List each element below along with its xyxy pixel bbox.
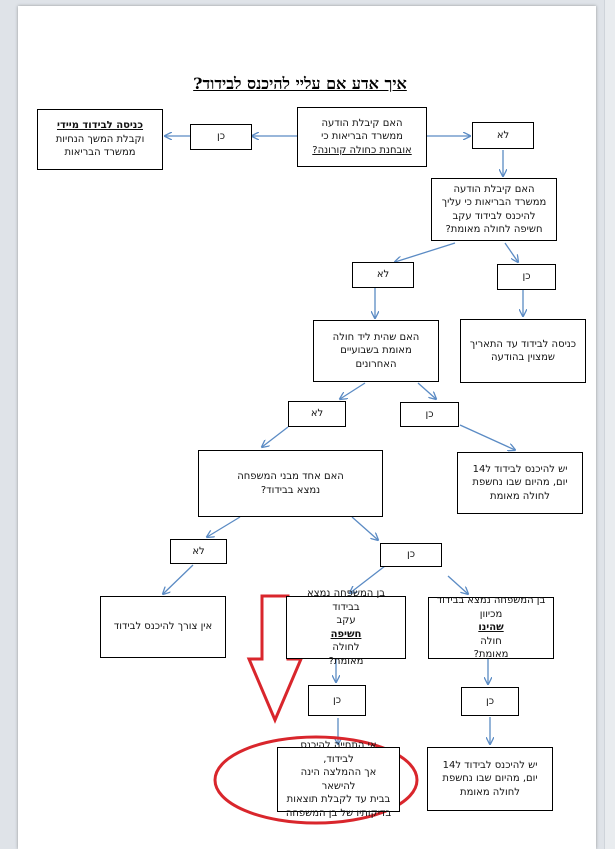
- question-patient-reason-box: בן המשפחה נמצא בבידוד מכיוון שהינו חולה …: [428, 595, 554, 661]
- text-line: עקב חשיפה לחולה: [331, 614, 362, 655]
- q3-no-label: לא: [288, 401, 346, 427]
- text-line: האחרונים: [355, 358, 397, 370]
- text-line: ממשרד הבריאות כי: [321, 131, 403, 143]
- text-line: ממשרד הבריאות כי עליך: [441, 197, 547, 208]
- q2-no-label: לא: [352, 262, 414, 288]
- text-fragment: לחולה: [332, 642, 360, 653]
- question-exposure-notice-box: האם קיבלת הודעה ממשרד הבריאות כי עליך לה…: [431, 178, 557, 241]
- text-line: להיכנס לבידוד עקב: [452, 210, 536, 222]
- q4-no-label: לא: [170, 539, 227, 564]
- text-line: אי התחייה להיכנס לבידוד,: [300, 740, 377, 765]
- page-title: איך אדע אם עליי להיכנס לבידוד?: [193, 74, 407, 93]
- result-not-required-box: אי התחייה להיכנס לבידוד, אך ההמלצה הינה …: [277, 740, 400, 819]
- text-line: מכיוון שהינו חולה: [478, 608, 503, 649]
- result-no-need-box: אין צורך להיכנס לבידוד: [100, 596, 226, 658]
- result-14-days-box-b: יש להיכנס לבידוד ל14 יום, מהיום שבו נחשפ…: [427, 747, 553, 811]
- text-line: בן המשפחה נמצא בבידוד: [307, 588, 385, 613]
- scrollbar[interactable]: [604, 0, 615, 849]
- q4-yes-label: כן: [380, 543, 442, 567]
- text-line: וקבלת המשך הנחיות: [55, 133, 145, 145]
- text-fragment: עקב: [336, 615, 356, 626]
- text-line: בבית עד לקבלת תוצאות: [286, 794, 391, 805]
- text-line: יש להיכנס לבידוד ל14: [442, 759, 538, 771]
- text-line: כניסה לבידוד מיידי: [57, 120, 144, 132]
- text-line: שמצוין בהודעה: [491, 352, 555, 363]
- text-line: חשיפה לחולה מאומת?: [445, 224, 543, 235]
- text-line: בדיקותיו של בן המשפחה: [285, 807, 392, 819]
- text-line: האם קיבלת הודעה: [453, 183, 535, 195]
- q2-yes-label: כן: [497, 264, 556, 290]
- result-14-days-box-a: יש להיכנס לבידוד ל14 יום, מהיום שבו נחשפ…: [457, 452, 583, 514]
- text-line: ממשרד הבריאות: [64, 147, 136, 159]
- text-line: האם שהית ליד חולה: [332, 331, 420, 343]
- text-line: יום, מהיום שבו נחשפת: [472, 477, 568, 489]
- question-near-patient-box: האם שהית ליד חולה מאומת בשבועיים האחרוני…: [313, 320, 439, 382]
- q3-yes-label: כן: [400, 402, 459, 427]
- q1-no-label: לא: [472, 122, 534, 149]
- text-line: בן המשפחה נמצא בבידוד: [436, 595, 546, 607]
- text-fragment: חולה: [480, 635, 502, 647]
- text-line: כניסה לבידוד עד התאריך: [469, 338, 577, 350]
- q6-yes-label: כן: [461, 687, 519, 716]
- text-line: מאומת בשבועיים: [340, 345, 412, 357]
- q1-yes-label: כן: [190, 124, 252, 150]
- question-family-member-isolated-box: האם אחד מבני המשפחה נמצא בבידוד?: [198, 450, 383, 517]
- text-line: לחולה מאומת: [460, 786, 520, 798]
- text-line: האם קיבלת הודעה: [321, 117, 403, 129]
- text-line: לחולה מאומת: [490, 490, 550, 502]
- q5-yes-label: כן: [308, 685, 366, 716]
- text-line: מאומת?: [473, 649, 509, 661]
- question-exposure-reason-box: בן המשפחה נמצא בבידוד עקב חשיפה לחולה מא…: [286, 588, 406, 667]
- text-line: נמצא בבידוד?: [260, 484, 321, 496]
- text-emphasis: חשיפה: [330, 628, 362, 640]
- text-line: אין צורך להיכנס לבידוד: [113, 621, 213, 633]
- result-until-date-box: כניסה לבידוד עד התאריך שמצוין בהודעה: [460, 319, 586, 383]
- text-fragment: מכיוון: [479, 608, 503, 620]
- text-line: יום, מהיום שבו נחשפת: [442, 773, 538, 785]
- text-line: אובחנת כחולה קורונה?: [312, 144, 412, 156]
- question-diagnosed-box: האם קיבלת הודעה ממשרד הבריאות כי אובחנת …: [297, 107, 427, 167]
- text-line: אך ההמלצה הינה להישאר: [300, 767, 377, 792]
- text-line: יש להיכנס לבידוד ל14: [472, 463, 568, 475]
- text-emphasis: שהינו: [478, 622, 504, 634]
- text-line: האם אחד מבני המשפחה: [237, 471, 344, 482]
- text-line: מאומת?: [328, 655, 364, 667]
- result-immediate-isolation-box: כניסה לבידוד מיידי וקבלת המשך הנחיות ממש…: [37, 109, 163, 170]
